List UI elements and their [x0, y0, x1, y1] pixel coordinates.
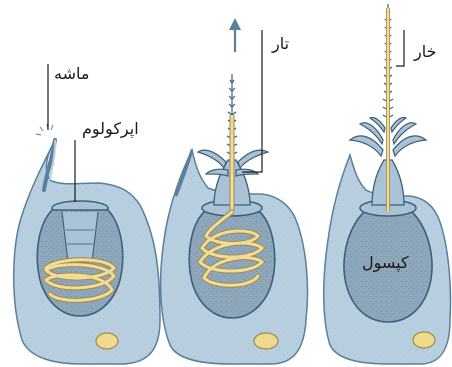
- nucleus: [96, 333, 118, 349]
- label-spine: خار: [414, 44, 437, 60]
- nucleus: [254, 333, 278, 349]
- leader-spine: [396, 30, 404, 66]
- label-trigger: ماشه: [54, 66, 89, 82]
- discharge-arrow: [229, 18, 241, 52]
- inverted-tube: [62, 212, 98, 262]
- label-operculum: اپرکولوم: [82, 121, 139, 137]
- stage-undischarged: [14, 64, 160, 364]
- stage-discharging: [161, 18, 308, 364]
- nucleus: [413, 332, 435, 348]
- label-thread: تار: [272, 36, 289, 52]
- trigger-sparks: [36, 124, 53, 135]
- label-capsule: کپسول: [362, 255, 409, 271]
